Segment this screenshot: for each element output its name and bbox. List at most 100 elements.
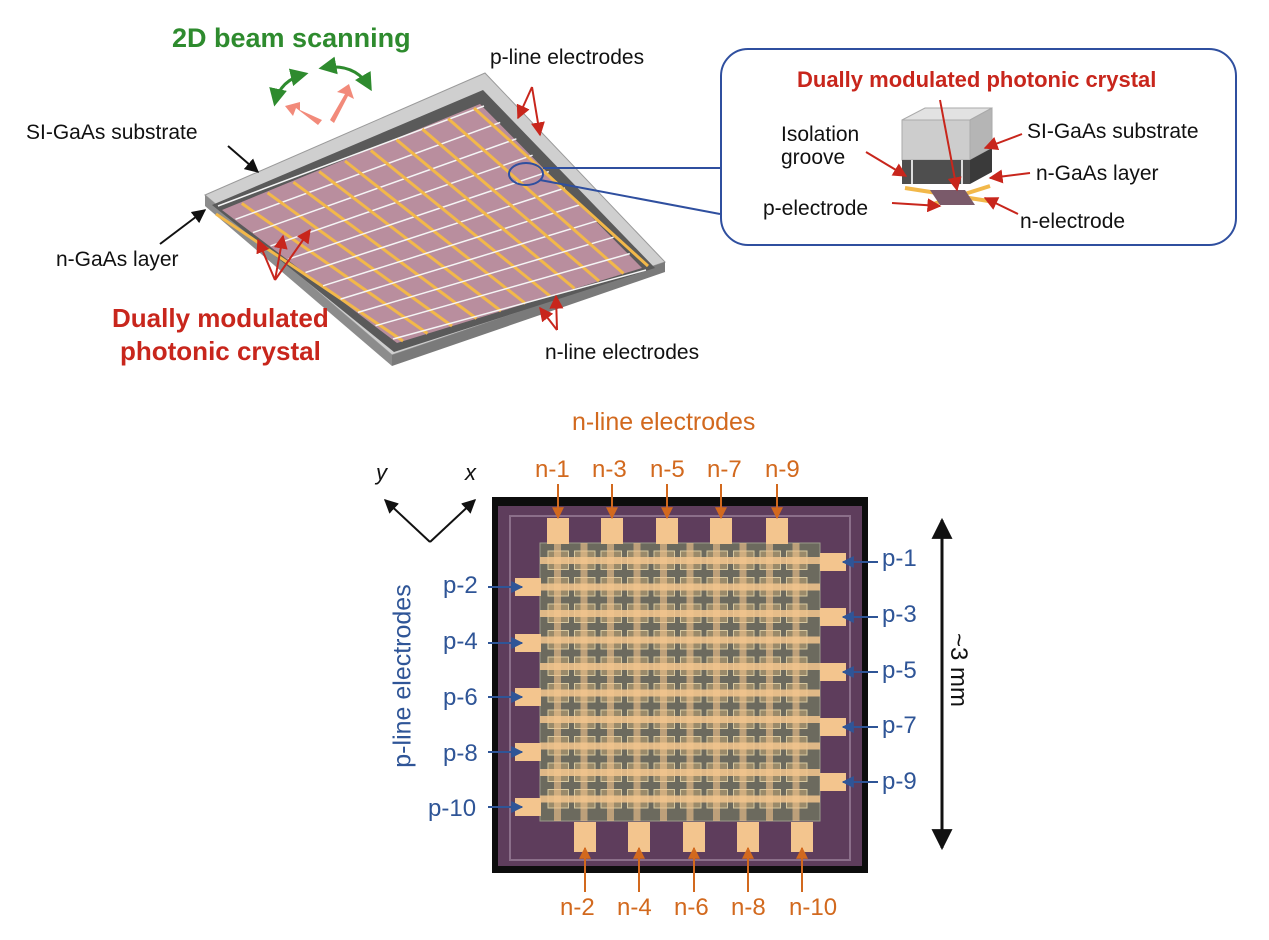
inset-arrow-substrate [983,133,1023,151]
n-electrode-line [766,543,773,821]
p-left-label-5: p-10 [428,795,477,822]
n-top-label-5: n-9 [765,456,800,483]
n-top-label-1: n-1 [535,456,570,483]
n-pad-top [601,518,623,544]
groove-line-3d [217,105,485,207]
p-left-label-4: p-8 [443,740,478,767]
chip-die-border [509,515,851,861]
p-electrode-line [540,769,820,776]
axis-y-label: y [376,460,387,485]
beam-arrow-2 [330,84,354,123]
chip-electrode-grid [540,543,820,821]
n-pad-bottom [737,822,759,852]
pline-title: p-line electrodes [388,584,417,768]
ngaas-label: n-GaAs layer [56,248,179,271]
axis-x-arrow [429,499,477,543]
electrode-line-3d [447,117,625,275]
n-electrode-line [607,543,614,821]
n-electrode-line [660,543,667,821]
n-electrode-line [792,543,800,821]
n-electrode-line [580,543,588,821]
n-electrode-line [633,543,641,821]
n-pad-bottom [574,822,596,852]
n-electrode-line [686,543,694,821]
inset-arrow-dmpc [939,99,962,192]
arrow-ngaas [159,209,207,245]
p-left-label-1: p-2 [443,572,478,599]
n-bottom-label-5: n-10 [789,894,838,921]
arrow-nline-2 [549,294,564,331]
groove-line-3d [392,269,647,340]
p-left-label-3: p-6 [443,684,478,711]
groove-line-3d [375,252,631,327]
p-electrode-line [540,663,820,670]
scan-arrow-2 [318,56,372,92]
pline-label-top: p-line electrodes [490,46,645,69]
groove-line-3d [322,203,582,287]
groove-line-3d [305,187,566,274]
electrode-line-3d [215,212,404,343]
n-top-label-4: n-7 [707,456,742,483]
substrate-label: SI-GaAs substrate [26,121,198,144]
zoom-connector-2 [539,179,721,215]
p-left-label-2: p-4 [443,628,478,655]
arrow-dmpc-2 [273,234,288,281]
p-right-label-4: p-7 [882,712,917,739]
electrode-line-3d [369,149,551,298]
axis-y-arrow [383,499,431,543]
n-bottom-label-4: n-8 [731,894,766,921]
inset-arrow-nelectrode [983,197,1019,215]
zoom-circle [508,162,544,186]
p-right-label-3: p-5 [882,657,917,684]
electrode-line-3d [292,180,478,320]
dmpc-label-line2: photonic crystal [120,336,321,366]
groove-line-3d [340,220,598,300]
n-pad-bottom [628,822,650,852]
scale-label: ~3 mm [945,632,972,708]
substrate-edge-right [392,262,665,366]
p-right-label-1: p-1 [882,545,917,572]
beam-scanning-title: 2D beam scanning [172,23,411,53]
groove-line-3d [287,170,550,260]
inset-title: Dually modulated photonic crystal [797,67,1157,92]
scan-arrow-1 [269,68,309,107]
groove-line-3d [357,236,614,314]
arrow-dmpc-3 [274,228,311,281]
p-electrode-line [540,610,820,617]
arrow-pline-1 [516,86,533,120]
n-bottom-label-3: n-6 [674,894,709,921]
inset-device [865,99,1031,215]
p-electrode-line [540,795,820,803]
electrode-line-3d [266,191,453,328]
inset-frame [720,48,1237,246]
n-top-label-2: n-3 [592,456,627,483]
p-right-label-5: p-9 [882,768,917,795]
nline-label-top: n-line electrodes [545,341,700,364]
device-3d [159,56,721,366]
n-pad-bottom [791,822,813,852]
inset-arrow-isolation [865,151,908,177]
arrow-dmpc-1 [256,238,276,281]
groove-line-3d [270,154,533,247]
chip-pads [515,518,846,852]
p-electrode-line [540,583,820,591]
p-electrode-line [540,742,820,750]
inset-substrate-label: SI-GaAs substrate [1027,120,1199,143]
p-electrode-line [540,689,820,697]
electrode-line-3d [421,128,600,283]
chip-label-arrows [488,484,878,892]
groove-line-3d [252,138,517,234]
p-pad-right [820,553,846,571]
arrow-substrate [227,145,260,173]
electrode-line-3d [472,106,650,268]
beam-arrow-1 [285,102,322,125]
electrode-line-3d [318,170,502,313]
n-pad-top [710,518,732,544]
inset-ngaas-label: n-GaAs layer [1036,162,1159,185]
n-bottom-label-2: n-4 [617,894,652,921]
p-electrode-line [540,636,820,644]
electrode-grid-3d [215,105,650,343]
dmpc-label-line1: Dually modulated [112,303,329,333]
